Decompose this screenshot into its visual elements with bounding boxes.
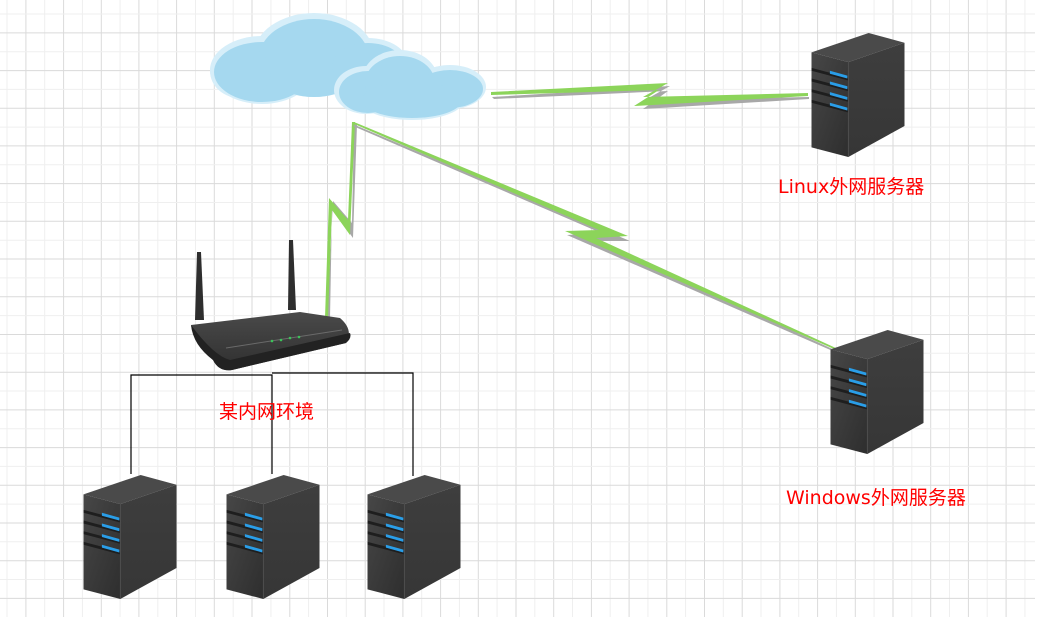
windows-server-icon <box>830 330 924 454</box>
linux-server-label: Linux外网服务器 <box>778 176 925 198</box>
windows-server-label: Windows外网服务器 <box>786 487 966 509</box>
wireless-router-icon <box>191 240 351 371</box>
link-internet-linux <box>491 83 809 109</box>
wire-lan-server-1 <box>130 374 273 474</box>
internet-cloud-icon <box>210 13 486 120</box>
wan-links <box>325 83 839 352</box>
lan-server-3-icon <box>367 475 461 599</box>
lan-wires <box>130 372 414 476</box>
lan-server-2-icon <box>226 475 320 599</box>
lan-environment-label: 某内网环境 <box>219 401 315 423</box>
wire-lan-server-3 <box>272 372 414 476</box>
lan-server-1-icon <box>83 475 177 599</box>
link-internet-router <box>325 122 357 319</box>
linux-server-icon <box>811 33 905 157</box>
link-internet-windows <box>352 122 839 352</box>
